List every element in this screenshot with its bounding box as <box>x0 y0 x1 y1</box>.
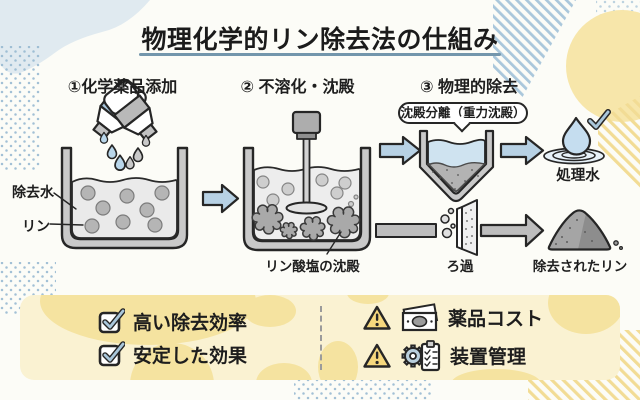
removed-phosphorus-label: 除去されたリン <box>532 259 628 274</box>
warning-icon <box>363 305 391 330</box>
gear-clipboard-icon <box>401 339 441 371</box>
arrow-settling-to-treated <box>499 135 545 166</box>
dots-pattern <box>0 46 40 170</box>
warning-icon <box>363 343 391 368</box>
pro-item: 高い除去効率 <box>98 308 320 335</box>
mixer-shaft <box>302 134 311 206</box>
panel-divider <box>320 305 322 370</box>
step3-illustration <box>375 109 623 256</box>
arrow-step2-to-settling <box>378 135 422 166</box>
pro-item: 安定した効果 <box>98 341 320 368</box>
title-underline <box>139 53 501 56</box>
phosphorus-label-line <box>49 223 84 226</box>
step1-illustration <box>49 78 189 250</box>
con-label: 薬品コスト <box>448 309 544 330</box>
dots-pattern <box>294 377 432 400</box>
removed-phosphorus-pile <box>547 209 623 251</box>
arrow-step2-to-filter <box>375 223 437 238</box>
panel-blob-decorations <box>40 295 620 380</box>
filter-face <box>461 199 478 256</box>
treated-water-icon <box>543 109 611 165</box>
pile-speckles <box>555 219 593 245</box>
suspended-particles <box>256 173 359 208</box>
pro-label: 高い除去効率 <box>133 312 248 334</box>
con-item: 装置管理 <box>362 339 543 373</box>
water-drop-icon <box>561 116 592 156</box>
settling-tank-walls <box>418 129 495 203</box>
con-label: 装置管理 <box>450 347 527 368</box>
settling-tank-sediment <box>427 162 486 192</box>
step2-heading: ② 不溶化・沈殿 <box>240 79 355 96</box>
page-title: 物理化学的リン除去法の仕組み <box>141 26 499 54</box>
precipitate-caption: リン酸塩の沈殿 <box>265 259 360 274</box>
arrow-filter-to-pile <box>479 213 545 248</box>
banknote-icon <box>401 302 439 331</box>
summary-panel: 高い除去効率 安定した効果 <box>20 295 620 380</box>
step2-illustration <box>242 110 372 255</box>
step1-heading: ①化学薬品添加 <box>67 79 178 96</box>
phosphorus-label: リン <box>22 218 50 234</box>
checkbox-check-icon <box>98 308 125 334</box>
stripes-yellow-decoration <box>598 96 640 188</box>
checkbox-check-icon <box>98 341 125 367</box>
sediment-speckles <box>432 169 479 190</box>
filtration-label: ろ過 <box>446 259 474 274</box>
phosphorus-particles <box>80 185 170 234</box>
pros-column: 高い除去効率 安定した効果 <box>20 308 320 368</box>
water-label-line <box>53 192 77 210</box>
tank2-walls <box>242 146 372 252</box>
water-label: 除去水 <box>12 184 54 200</box>
mixer-motor <box>291 110 322 135</box>
stripes-blue-decoration <box>493 0 576 98</box>
tank1-walls <box>60 146 189 250</box>
cons-column: 薬品コスト <box>322 302 544 373</box>
chemical-bottle-right-icon <box>103 80 158 142</box>
con-item: 薬品コスト <box>362 302 544 333</box>
filter-pores <box>465 209 473 245</box>
mixer-motor-band <box>296 132 317 140</box>
chemical-drops-left <box>99 131 126 171</box>
treated-water-label: 処理水 <box>556 168 600 184</box>
filter-icon <box>440 199 478 256</box>
pro-label: 安定した効果 <box>133 345 248 367</box>
filtered-particles <box>440 207 456 239</box>
mixer-propeller <box>285 201 328 215</box>
precipitate-label-line <box>326 231 342 255</box>
step3-heading: ③ 物理的除去 <box>420 79 518 96</box>
clipboard-icon <box>420 339 441 371</box>
chemical-drops-right <box>125 134 151 170</box>
gear-icon <box>401 344 425 367</box>
arrow-step1-to-step2 <box>201 183 240 214</box>
precipitate-flocs <box>252 205 359 240</box>
yellow-circle-decoration <box>566 10 640 122</box>
